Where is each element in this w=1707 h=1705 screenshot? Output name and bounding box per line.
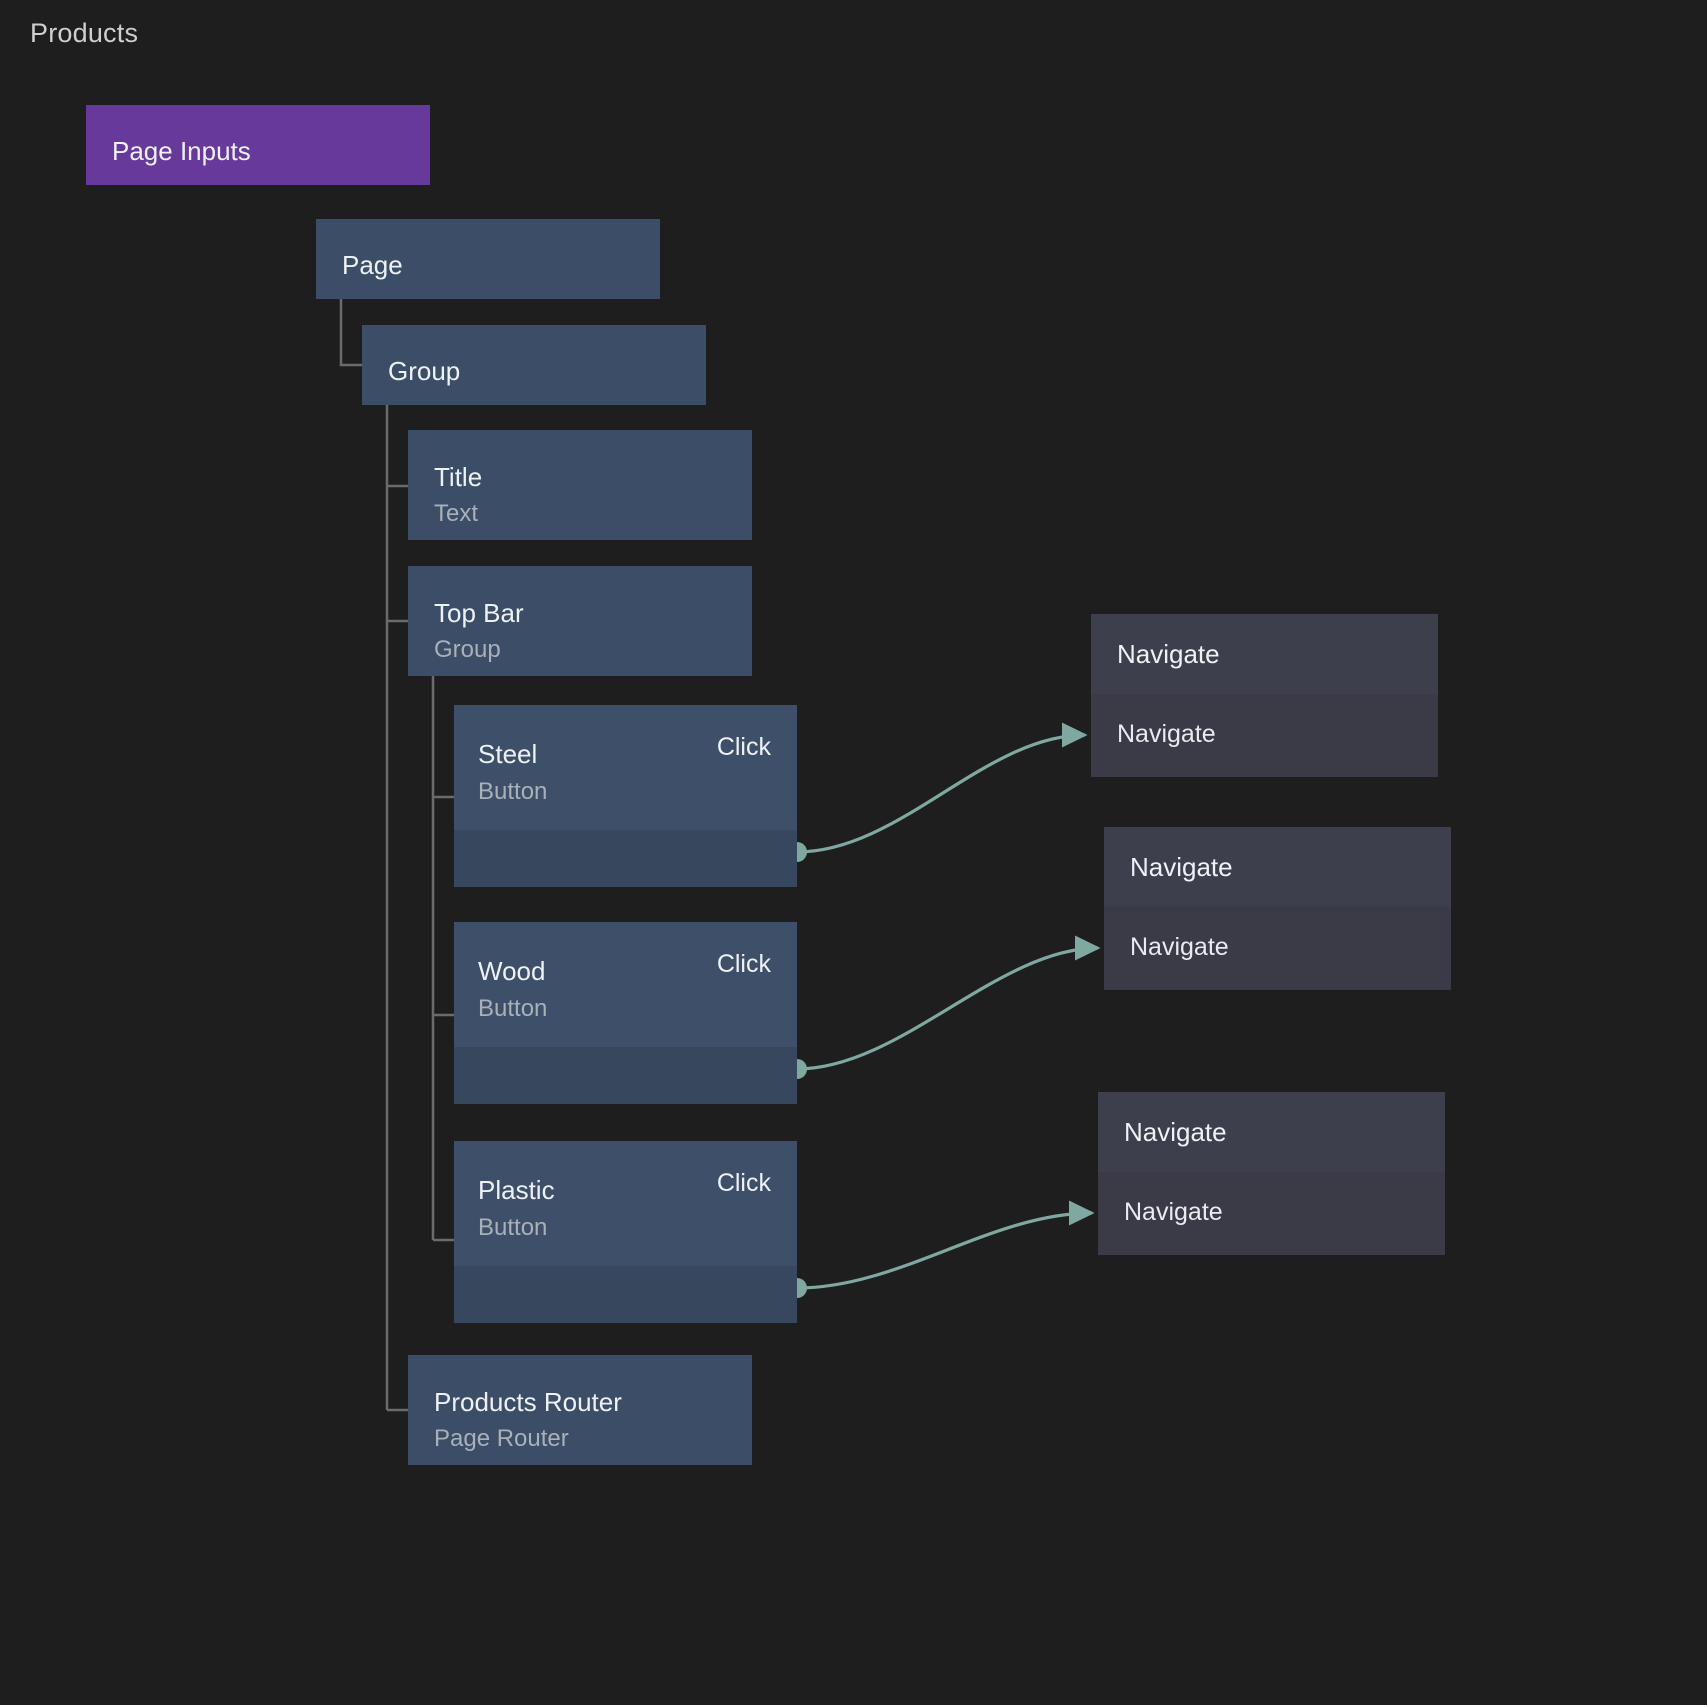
node-button-plastic-label: Plastic — [478, 1175, 555, 1205]
node-action-navigate-2[interactable]: Navigate Navigate — [1104, 827, 1451, 990]
node-button-wood-subtype: Button — [478, 995, 548, 1022]
action-navigate-2-body — [1104, 907, 1451, 990]
node-page[interactable]: Page — [316, 219, 660, 299]
button-plastic-click-port[interactable]: Click — [716, 1169, 771, 1197]
action-navigate-3-body — [1098, 1172, 1445, 1255]
button-wood-click-port[interactable]: Click — [716, 950, 771, 978]
node-products-router-subtype: Page Router — [434, 1425, 569, 1452]
node-top-bar[interactable]: Top Bar Group — [408, 566, 752, 676]
action-navigate-3-port[interactable]: Navigate — [1124, 1198, 1223, 1226]
node-title[interactable]: Title Text — [408, 430, 752, 540]
node-page-inputs[interactable]: Page Inputs — [86, 105, 430, 185]
node-button-steel[interactable]: Steel Button Click — [454, 705, 797, 887]
page-title: Products — [30, 18, 139, 48]
action-navigate-1-port[interactable]: Navigate — [1117, 720, 1216, 748]
action-navigate-3-title: Navigate — [1124, 1117, 1227, 1147]
button-plastic-event-row[interactable] — [454, 1266, 797, 1323]
button-steel-click-port[interactable]: Click — [716, 733, 771, 761]
node-button-plastic-subtype: Button — [478, 1214, 548, 1241]
node-title-subtype: Text — [434, 500, 479, 527]
node-title-label: Title — [434, 462, 483, 492]
node-top-bar-label: Top Bar — [434, 598, 524, 628]
node-button-wood[interactable]: Wood Button Click — [454, 922, 797, 1104]
action-navigate-2-port[interactable]: Navigate — [1130, 933, 1229, 961]
button-steel-header — [454, 705, 797, 830]
node-button-steel-subtype: Button — [478, 778, 548, 805]
button-plastic-header — [454, 1141, 797, 1266]
node-button-plastic[interactable]: Plastic Button Click — [454, 1141, 797, 1323]
node-group[interactable]: Group — [362, 325, 706, 405]
node-page-label: Page — [342, 250, 403, 280]
node-top-bar-subtype: Group — [434, 636, 501, 663]
action-navigate-1-body — [1091, 694, 1438, 777]
button-wood-event-row[interactable] — [454, 1047, 797, 1104]
action-navigate-1-header — [1091, 614, 1438, 694]
node-page-inputs-label: Page Inputs — [112, 136, 251, 166]
action-navigate-2-header — [1104, 827, 1451, 907]
node-action-navigate-1[interactable]: Navigate Navigate — [1091, 614, 1438, 777]
node-group-label: Group — [388, 356, 461, 386]
action-navigate-2-title: Navigate — [1130, 852, 1233, 882]
button-steel-event-row[interactable] — [454, 830, 797, 887]
node-action-navigate-3[interactable]: Navigate Navigate — [1098, 1092, 1445, 1255]
node-products-router[interactable]: Products Router Page Router — [408, 1355, 752, 1465]
action-navigate-1-title: Navigate — [1117, 639, 1220, 669]
action-navigate-3-header — [1098, 1092, 1445, 1172]
node-products-router-label: Products Router — [434, 1387, 622, 1417]
node-button-steel-label: Steel — [478, 739, 538, 769]
button-wood-header — [454, 922, 797, 1047]
node-button-wood-label: Wood — [478, 956, 546, 986]
